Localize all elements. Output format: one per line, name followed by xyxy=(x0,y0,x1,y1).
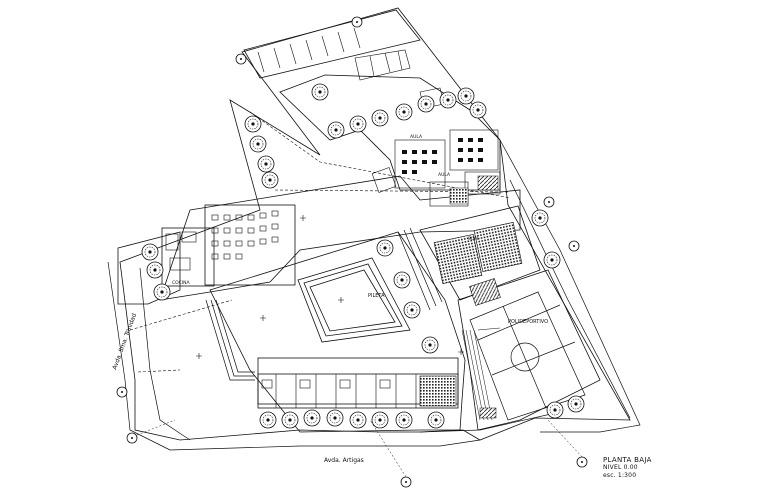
plan-title: PLANTA BAJA xyxy=(603,456,652,464)
level-marker-icon xyxy=(196,215,464,359)
room-label-upper: AULA xyxy=(410,134,423,140)
main-walkway xyxy=(159,175,521,301)
street-label-bottom: Avda. Artigas xyxy=(324,457,364,464)
classroom-block xyxy=(204,204,296,286)
room-label-center: AULA xyxy=(438,172,451,178)
sum-seating-right xyxy=(473,221,523,273)
central-courtyard xyxy=(209,231,466,433)
street-label-left: Avda. Sma. Trinidad xyxy=(111,312,138,370)
title-block: PLANTA BAJA NIVEL 0.00 esc. 1:300 xyxy=(603,456,652,480)
room-label-gallery: SUM xyxy=(468,236,478,242)
plan-scale: esc. 1:300 xyxy=(603,472,637,479)
site-boundary xyxy=(119,7,631,441)
kitchen-block xyxy=(161,227,215,287)
sum-seating-left xyxy=(433,233,483,285)
curb-bottom xyxy=(169,439,481,451)
pool xyxy=(297,257,411,343)
plan-level: NIVEL 0.00 xyxy=(603,464,638,471)
sports-court-label: POLIDEPORTIVO xyxy=(508,319,548,325)
parking-strip xyxy=(243,9,421,79)
curb-right xyxy=(499,139,641,433)
pool-label: PILETA xyxy=(368,293,385,299)
sports-court xyxy=(469,291,586,421)
curb-left xyxy=(107,261,171,451)
room-label-left: COCINA xyxy=(172,280,191,286)
